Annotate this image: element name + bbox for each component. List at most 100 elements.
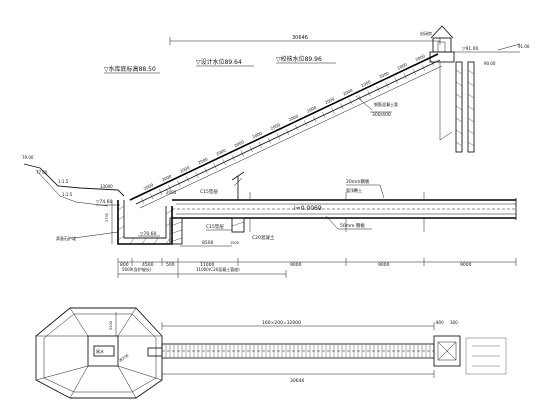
slope-step-label: 2000 xyxy=(324,96,336,105)
slope-tick xyxy=(140,197,145,204)
slope-tick xyxy=(249,146,253,153)
gate-house: 启闭房 ▽91.00 91.00 90.00 xyxy=(420,25,530,66)
inlet-level: ▽70.60 xyxy=(140,231,156,237)
slope-step-label: 2000 xyxy=(161,173,173,182)
rock-label: 浆砉石护坡 xyxy=(56,235,76,241)
right-level-a: 91.00 xyxy=(518,44,530,49)
slope-step-label: 2000 xyxy=(233,139,245,148)
dim-5000: 5000(含护坡长) xyxy=(122,266,152,272)
plan-box-label: 尾水 xyxy=(96,348,104,354)
slope-tick xyxy=(412,68,416,75)
plan-view: 尾水 5200 消力池 160×200=32000 800 300 30646 xyxy=(35,307,507,399)
dim-500: 500 xyxy=(166,262,175,268)
slope-tick xyxy=(322,111,326,118)
slope-tick xyxy=(222,158,226,166)
slope-step-label: 2000 xyxy=(179,165,191,174)
slope-tick xyxy=(213,163,217,170)
steel-20-label: 20mm钢板 xyxy=(346,178,370,185)
plan-800-dim: 800 xyxy=(436,320,444,325)
house-label: 启闭房 xyxy=(420,30,432,36)
cover-label: 管顶覆土 xyxy=(346,187,362,193)
slope-tick xyxy=(385,81,389,88)
slope-tick xyxy=(376,85,380,93)
slope-tick xyxy=(340,103,344,110)
dim-3700: 3700 xyxy=(105,213,109,222)
horizontal-culvert: i=0.0069 20mm钢板 管顶覆土 50mm 钢板 xyxy=(169,178,517,245)
slope-tick xyxy=(149,193,154,200)
slope-step-label: 2000 xyxy=(415,53,427,62)
slope-tick xyxy=(403,73,407,80)
slope-tick xyxy=(358,94,362,101)
slope-tick xyxy=(430,60,435,67)
top-overall-dimension: 30646 xyxy=(169,35,441,45)
c15-label-a: C15垫层 xyxy=(200,188,218,195)
slope-tick xyxy=(195,171,199,179)
slope-tick xyxy=(240,150,244,157)
slope-tick xyxy=(159,189,163,196)
left-ground: 79.00 77.00 1:1.5 1:1.5 33000 ▽74.60 xyxy=(22,155,125,207)
profile-dimensions: 800 4500 500 11000 9000 9000 9000 5000(含… xyxy=(117,258,517,278)
design-level: ▽设计水位89.64 xyxy=(196,58,242,66)
slope-top-dim: 33000 xyxy=(100,184,113,189)
slope-step-label: 2000 xyxy=(251,130,263,139)
pile-columns xyxy=(439,61,475,153)
mid-support: C15垫层 C15垫层 C20混凝土 8500 2000 1500 xyxy=(166,171,275,247)
ratio-b: 1:1.5 xyxy=(62,192,73,197)
slope-step-label: 2000 xyxy=(215,148,227,157)
slope-tick xyxy=(285,128,290,136)
slope-tick xyxy=(303,120,308,127)
slope-tick xyxy=(204,167,208,174)
pipe-note-label: 钢筋混凝土管 xyxy=(374,101,398,107)
slope-step-label: 2000 xyxy=(143,182,155,191)
ground-left-level: 79.00 xyxy=(22,155,34,160)
plan-span-dim: 160×200=32000 xyxy=(262,320,301,326)
check-level: ▽校核水位89.96 xyxy=(276,55,322,63)
dim-800: 800 xyxy=(120,262,129,268)
slope-tick xyxy=(421,64,426,71)
sloped-pipe: 2000 2000 2000 2000 2000 2000 2000 2000 2000 2000… xyxy=(129,53,443,209)
dim-2000: 2000 xyxy=(166,190,177,195)
slope-tick xyxy=(168,184,172,191)
pipe-size-label: 300/400 xyxy=(372,112,391,118)
plan-width-dim: 5200 xyxy=(109,321,113,330)
slope-tick xyxy=(313,116,317,123)
slope-tick xyxy=(267,137,272,144)
dim-9000c: 9000 xyxy=(460,262,472,268)
slope-tick xyxy=(231,154,235,161)
slope-step-label: 2000 xyxy=(270,122,282,131)
dim-11000: 11000 xyxy=(200,262,214,268)
dim-11000b: 11000(C20混凝土管座) xyxy=(196,266,240,272)
slope-step-label: 2000 xyxy=(378,70,390,79)
c15-label-b: C15垫层 xyxy=(206,223,224,230)
culvert-plan-label: 消力池 xyxy=(118,352,130,362)
top-total-dim: 30646 xyxy=(292,35,308,41)
slope-step-label: 2000 xyxy=(342,87,354,96)
slope-step-label: 2000 xyxy=(306,105,318,114)
dim-1500: 1500 xyxy=(230,241,239,245)
dim-8500: 8500 xyxy=(202,240,214,246)
steel-50-label: 50mm 钢板 xyxy=(340,222,365,229)
inlet-structure: ▽70.60 浆砉石护坡 3700 xyxy=(56,200,173,245)
slope-step-label: 2000 xyxy=(197,156,209,165)
right-level-b: 90.00 xyxy=(484,61,496,66)
slope-tick xyxy=(276,133,281,140)
slope-step-label: 2000 xyxy=(360,79,372,88)
water-levels: ▽水库底标高88.50 ▽设计水位89.64 ▽校核水位89.96 xyxy=(104,55,336,74)
plan-total-dim: 30646 xyxy=(290,378,304,384)
dim-9000b: 9000 xyxy=(378,262,390,268)
dim-4500: 4500 xyxy=(142,262,154,268)
slope-tick xyxy=(186,176,190,183)
slope-step-label: 2000 xyxy=(288,113,300,122)
dim-9000a: 9000 xyxy=(290,262,302,268)
slope-tick xyxy=(294,124,299,131)
slope-tick xyxy=(258,141,262,148)
slope-step-label: 2000 xyxy=(396,62,408,71)
slope-tick xyxy=(367,90,371,97)
slope-tick xyxy=(394,77,398,84)
plan-300-dim: 300 xyxy=(450,320,458,325)
slope-label: i=0.0069 xyxy=(294,205,322,212)
slope-tick xyxy=(331,107,335,114)
ratio-a: 1:1.5 xyxy=(58,179,69,184)
ground-left-level2: 77.00 xyxy=(36,170,48,175)
